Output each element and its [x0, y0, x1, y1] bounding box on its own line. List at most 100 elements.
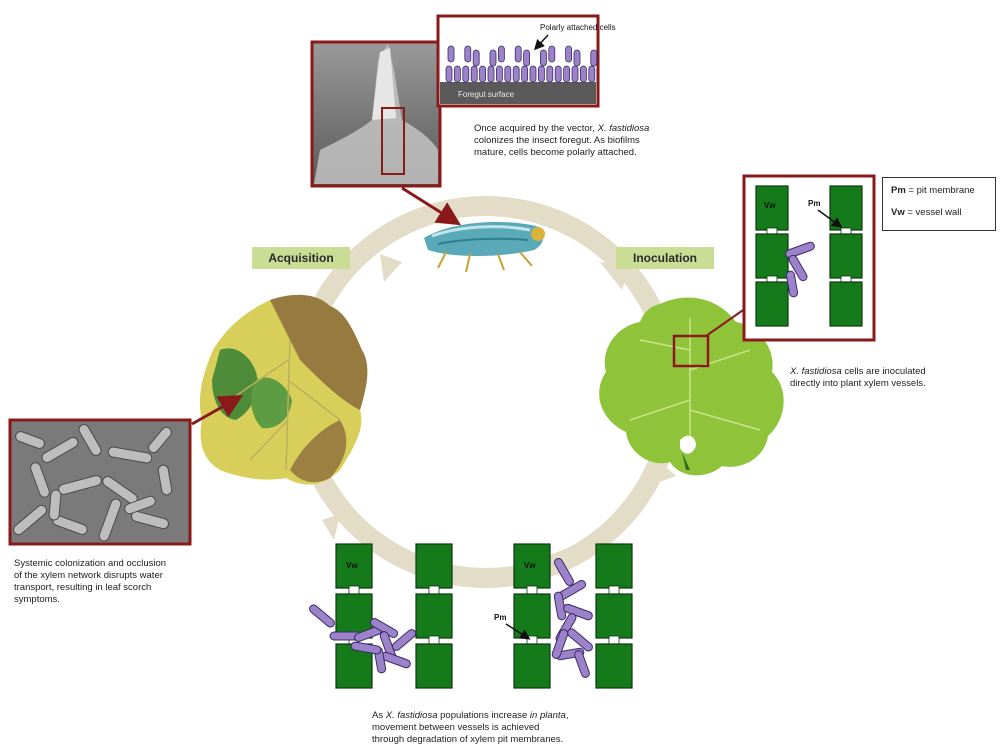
vessel-segment [755, 281, 789, 327]
bottom-left-vessel-panel: Vw [309, 543, 453, 689]
population-caption: As X. fastidiosa populations increase in… [372, 710, 632, 746]
vessel-segment [415, 543, 453, 589]
systemic-caption: Systemic colonization and occlusion of t… [14, 558, 214, 606]
legend-pm-abbr: Pm [891, 185, 906, 196]
vessel-segment [415, 643, 453, 689]
polar-cell [489, 49, 497, 67]
foregut-inset-diagram: Polarly attached cells Foregut surface [436, 14, 616, 108]
bacterium-body [553, 591, 567, 621]
polar-cell [580, 65, 587, 83]
polar-cell [538, 65, 545, 83]
vessel-segment [415, 593, 453, 639]
sem-rod [98, 498, 122, 542]
vessel-segment [595, 593, 633, 639]
sem-rod [13, 504, 47, 536]
inoculation-caption-species: X. fastidiosa [790, 366, 842, 377]
sem-rod-body [107, 446, 153, 464]
vessel-segment [595, 543, 633, 589]
legend-vw-def: = vessel wall [904, 207, 962, 218]
foregut-surface-label: Foregut surface [458, 90, 515, 99]
sem-rod-body [157, 464, 173, 496]
leaf-sem-pointer-arrow [191, 395, 244, 426]
polar-cell [590, 49, 598, 67]
bacterium [567, 628, 593, 652]
healthy-grape-leaf-illustration [599, 297, 784, 476]
sem-rod [41, 437, 79, 463]
polar-cell [529, 65, 537, 83]
inoculation-caption-line1: cells are inoculated [841, 366, 926, 377]
polar-cell [445, 65, 453, 83]
bacterium [785, 241, 815, 259]
inset-pm-label: Pm [808, 199, 820, 208]
population-caption-line2: movement between vessels is achieved [372, 722, 540, 733]
vessel-segment [513, 543, 551, 589]
scorched-leaf-illustration [199, 294, 368, 485]
bacterium [785, 270, 799, 298]
bacterium [369, 618, 399, 638]
insect-pointer-arrow [401, 186, 462, 226]
bacterium [563, 603, 593, 621]
polar-cell [495, 65, 503, 83]
bacterium-body [563, 603, 593, 621]
bacterium [391, 629, 417, 651]
inoculation-caption-line2: directly into plant xylem vessels. [790, 378, 926, 389]
bacterium [551, 629, 569, 659]
systemic-caption-line3: transport, resulting in leaf scorch [14, 582, 152, 593]
sem-rod [15, 431, 45, 449]
sem-rod-body [124, 495, 156, 515]
cycle-arrow-left-bottom [322, 514, 340, 540]
vessel-segment [829, 185, 863, 231]
polar-cell [453, 65, 461, 83]
bacterium [788, 254, 808, 282]
sem-rod [107, 446, 153, 464]
population-caption-b: populations increase [437, 710, 530, 721]
bacterium-body [551, 629, 569, 659]
bacterium-body [309, 604, 335, 628]
bacterium [309, 604, 335, 628]
vessel-segment [595, 643, 633, 689]
polar-cell [504, 65, 512, 83]
polar-cell [565, 45, 572, 63]
cycle-arrow-top [380, 254, 402, 282]
population-caption-c: , [565, 710, 569, 721]
polarly-attached-cells-label: Polarly attached cells [540, 23, 616, 32]
polar-cell [464, 45, 472, 63]
leafhopper-insect-illustration [424, 222, 545, 273]
polar-cell [497, 45, 505, 63]
bacterium-body [567, 628, 593, 652]
bottom-right-vw-label: Vw [524, 561, 536, 570]
population-caption-a: As [372, 710, 386, 721]
sem-bacteria-texture [13, 424, 173, 542]
inoculation-caption: X. fastidiosa cells are inoculated direc… [790, 366, 990, 390]
bacterium-body [574, 650, 590, 678]
population-caption-species: X. fastidiosa [385, 710, 438, 721]
inset-bacteria [785, 241, 815, 298]
bacterium-body [788, 254, 808, 282]
vector-caption: Once acquired by the vector, X. fastidio… [474, 123, 694, 159]
inset-vw-label: Vw [764, 201, 776, 210]
sem-rod [48, 489, 62, 521]
sem-rod-body [13, 504, 47, 536]
abbreviation-legend: Pm = pit membrane Vw = vessel wall [882, 177, 996, 231]
bottom-left-bacteria [309, 604, 417, 674]
inset-xylem-vessels [755, 185, 863, 327]
polar-cell [573, 49, 581, 67]
systemic-caption-line1: Systemic colonization and occlusion [14, 558, 167, 569]
polar-cell [487, 65, 495, 83]
bottom-right-vessel-panel: Vw Pm [494, 543, 633, 689]
sem-rod [148, 426, 172, 454]
foregut-sem-photo [310, 40, 442, 188]
sem-rod [30, 462, 50, 498]
sem-rod [157, 464, 173, 496]
vessel-segment [755, 233, 789, 279]
sem-rod-body [130, 510, 170, 530]
polar-cell [548, 45, 556, 63]
bacterium [350, 641, 382, 655]
leaf-zoom-region [672, 334, 710, 368]
vessel-segment [513, 643, 551, 689]
vessel-segment [829, 281, 863, 327]
vector-caption-line2: colonizes the insect foregut. As biofilm… [474, 135, 640, 146]
bottom-left-vw-label: Vw [346, 561, 358, 570]
inoculation-stage-label: Inoculation [616, 247, 714, 269]
